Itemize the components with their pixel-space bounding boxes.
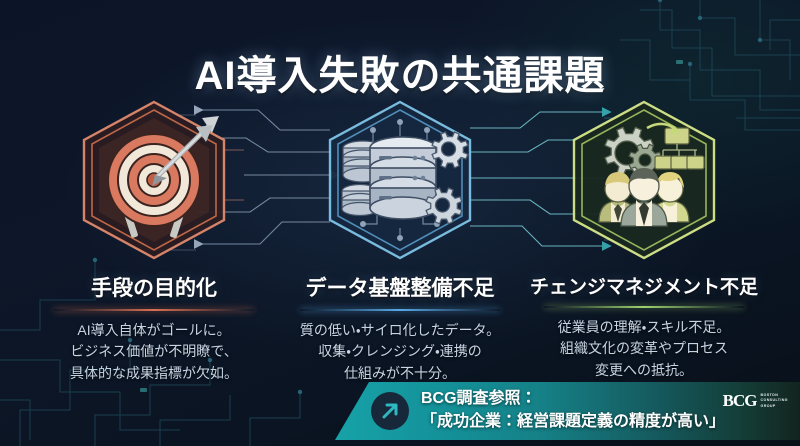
column-divider bbox=[54, 309, 254, 311]
banner-background bbox=[335, 382, 800, 440]
column-heading: チェンジマネジメント不足 bbox=[529, 277, 758, 298]
column-divider bbox=[300, 309, 500, 311]
column-divider bbox=[544, 306, 744, 308]
hex-icon-target bbox=[69, 96, 239, 264]
page-title: AI導入失敗の共通課題 bbox=[194, 53, 606, 98]
column-heading: データ基盤整備不足 bbox=[305, 277, 495, 300]
bcg-logo-subtitle: BOSTON CONSULTING GROUP bbox=[760, 393, 788, 408]
arrow-glyph bbox=[382, 403, 398, 419]
hex-icon-team bbox=[559, 96, 729, 264]
banner-text: BCG調査参照： 「成功企業：経営課題定義の精度が高い」 bbox=[421, 390, 726, 430]
bcg-citation-banner: BCG調査参照： 「成功企業：経営課題定義の精度が高い」 BCG BOSTON … bbox=[335, 382, 800, 440]
database-gears-icon bbox=[328, 100, 472, 260]
column-body: 従業員の理解・スキル不足。 組織文化の変革やプロセス 変更への抵抗。 bbox=[557, 319, 731, 378]
column-heading: 手段の目的化 bbox=[91, 277, 217, 300]
team-gear-orgchart-icon bbox=[572, 100, 716, 260]
bcg-logo: BCG BOSTON CONSULTING GROUP bbox=[723, 391, 788, 411]
target-arrow-icon bbox=[82, 100, 226, 260]
column-data-foundation: データ基盤整備不足 質の低い・サイロ化したデータ。 収集・クレンジング・連携の … bbox=[274, 96, 526, 384]
column-body: 質の低い・サイロ化したデータ。 収集・クレンジング・連携の 仕組みが不十分。 bbox=[299, 322, 501, 381]
arrow-up-right-icon bbox=[371, 392, 409, 430]
bcg-logo-mark: BCG bbox=[722, 391, 758, 410]
column-body: AI導入自体がゴールに。 ビジネス価値が不明瞭で、 具体的な成果指標が欠如。 bbox=[70, 322, 238, 381]
hex-icon-database bbox=[315, 96, 485, 264]
column-means-become-ends: 手段の目的化 AI導入自体がゴールに。 ビジネス価値が不明瞭で、 具体的な成果指… bbox=[28, 96, 280, 384]
columns-row: 手段の目的化 AI導入自体がゴールに。 ビジネス価値が不明瞭で、 具体的な成果指… bbox=[0, 96, 800, 381]
column-change-management: チェンジマネジメント不足 従業員の理解・スキル不足。 組織文化の変革やプロセス … bbox=[518, 96, 770, 381]
